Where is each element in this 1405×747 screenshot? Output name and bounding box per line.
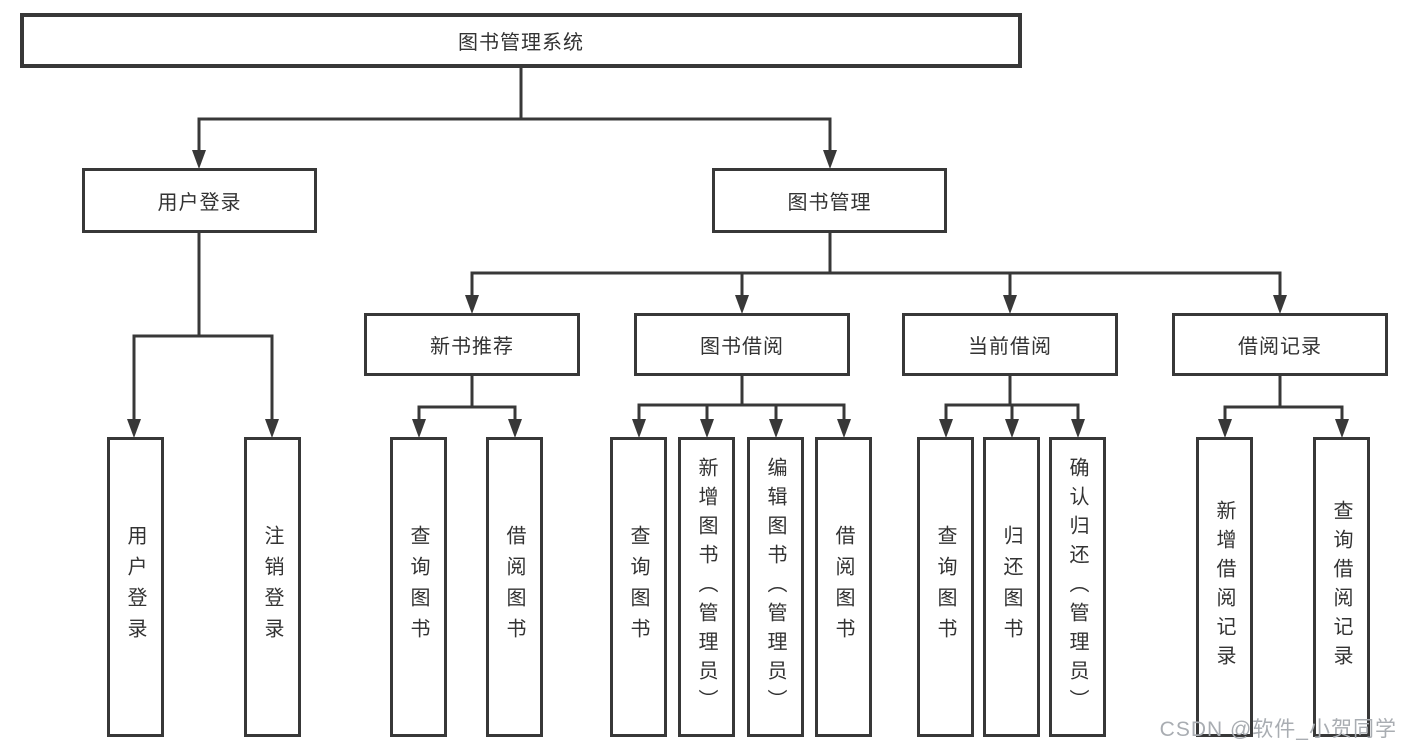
leaf-borrow-query-books-label: 查询图书 <box>627 525 649 649</box>
leaf-borrow-query-books: 查询图书 <box>610 437 667 737</box>
node-root-label: 图书管理系统 <box>458 32 584 54</box>
node-current-borrow-label: 当前借阅 <box>968 336 1052 358</box>
leaf-record-add-record: 新增借阅记录 <box>1196 437 1253 737</box>
leaf-borrow-add-books-admin-label: 新增图书（管理员） <box>695 456 717 718</box>
branch-currentborrow-to-leaves <box>944 376 1080 421</box>
node-borrow-record: 借阅记录 <box>1172 313 1388 376</box>
leaf-logout: 注销登录 <box>244 437 301 737</box>
branch-newbook-arrowheads <box>412 419 522 438</box>
leaf-borrow-borrow-books: 借阅图书 <box>815 437 872 737</box>
leaf-logout-label: 注销登录 <box>261 525 283 649</box>
leaf-current-confirm-return-admin: 确认归还（管理员） <box>1049 437 1106 737</box>
node-root-system: 图书管理系统 <box>20 13 1022 68</box>
branch-root-to-level2 <box>197 68 832 152</box>
leaf-user-login: 用户登录 <box>107 437 164 737</box>
leaf-current-return-books-label: 归还图书 <box>1000 525 1022 649</box>
leaf-borrow-add-books-admin: 新增图书（管理员） <box>678 437 735 737</box>
node-new-book-recommend-label: 新书推荐 <box>430 336 514 358</box>
leaf-record-query-record-label: 查询借阅记录 <box>1330 500 1352 674</box>
node-book-borrow-label: 图书借阅 <box>700 336 784 358</box>
leaf-borrow-edit-books-admin-label: 编辑图书（管理员） <box>764 456 786 718</box>
node-user-login-label: 用户登录 <box>157 192 242 214</box>
leaf-record-query-record: 查询借阅记录 <box>1313 437 1370 737</box>
branch-bookmgmt-to-level3 <box>470 233 1282 297</box>
leaf-current-query-books: 查询图书 <box>917 437 974 737</box>
leaf-record-add-record-label: 新增借阅记录 <box>1213 500 1235 674</box>
leaf-user-login-label: 用户登录 <box>124 525 146 649</box>
leaf-borrow-borrow-books-label: 借阅图书 <box>832 525 854 649</box>
branch-root-arrowheads <box>192 150 837 169</box>
branch-userlogin-arrowheads <box>127 419 279 438</box>
leaf-newbook-borrow-books: 借阅图书 <box>486 437 543 737</box>
node-borrow-record-label: 借阅记录 <box>1238 336 1322 358</box>
leaf-newbook-query-books-label: 查询图书 <box>407 525 429 649</box>
leaf-borrow-edit-books-admin: 编辑图书（管理员） <box>747 437 804 737</box>
node-new-book-recommend: 新书推荐 <box>364 313 580 376</box>
leaf-current-query-books-label: 查询图书 <box>934 525 956 649</box>
branch-borrowrecord-arrowheads <box>1218 419 1349 438</box>
csdn-watermark: CSDN @软件_小贺同学 <box>1159 718 1397 741</box>
leaf-newbook-borrow-books-label: 借阅图书 <box>503 525 525 649</box>
node-current-borrow: 当前借阅 <box>902 313 1118 376</box>
leaf-newbook-query-books: 查询图书 <box>390 437 447 737</box>
node-book-management-label: 图书管理 <box>787 192 872 214</box>
branch-bookmgmt-arrowheads <box>465 295 1287 314</box>
branch-borrowrecord-to-leaves <box>1223 376 1344 421</box>
node-book-borrow: 图书借阅 <box>634 313 850 376</box>
leaf-current-confirm-return-admin-label: 确认归还（管理员） <box>1066 456 1088 718</box>
branch-bookborrow-to-leaves <box>637 376 846 421</box>
branch-currentborrow-arrowheads <box>939 419 1085 438</box>
node-book-management: 图书管理 <box>712 168 947 233</box>
branch-bookborrow-arrowheads <box>632 419 851 438</box>
branch-newbook-to-leaves <box>417 376 517 421</box>
leaf-current-return-books: 归还图书 <box>983 437 1040 737</box>
node-user-login: 用户登录 <box>82 168 317 233</box>
branch-userlogin-to-leaves <box>132 233 274 421</box>
